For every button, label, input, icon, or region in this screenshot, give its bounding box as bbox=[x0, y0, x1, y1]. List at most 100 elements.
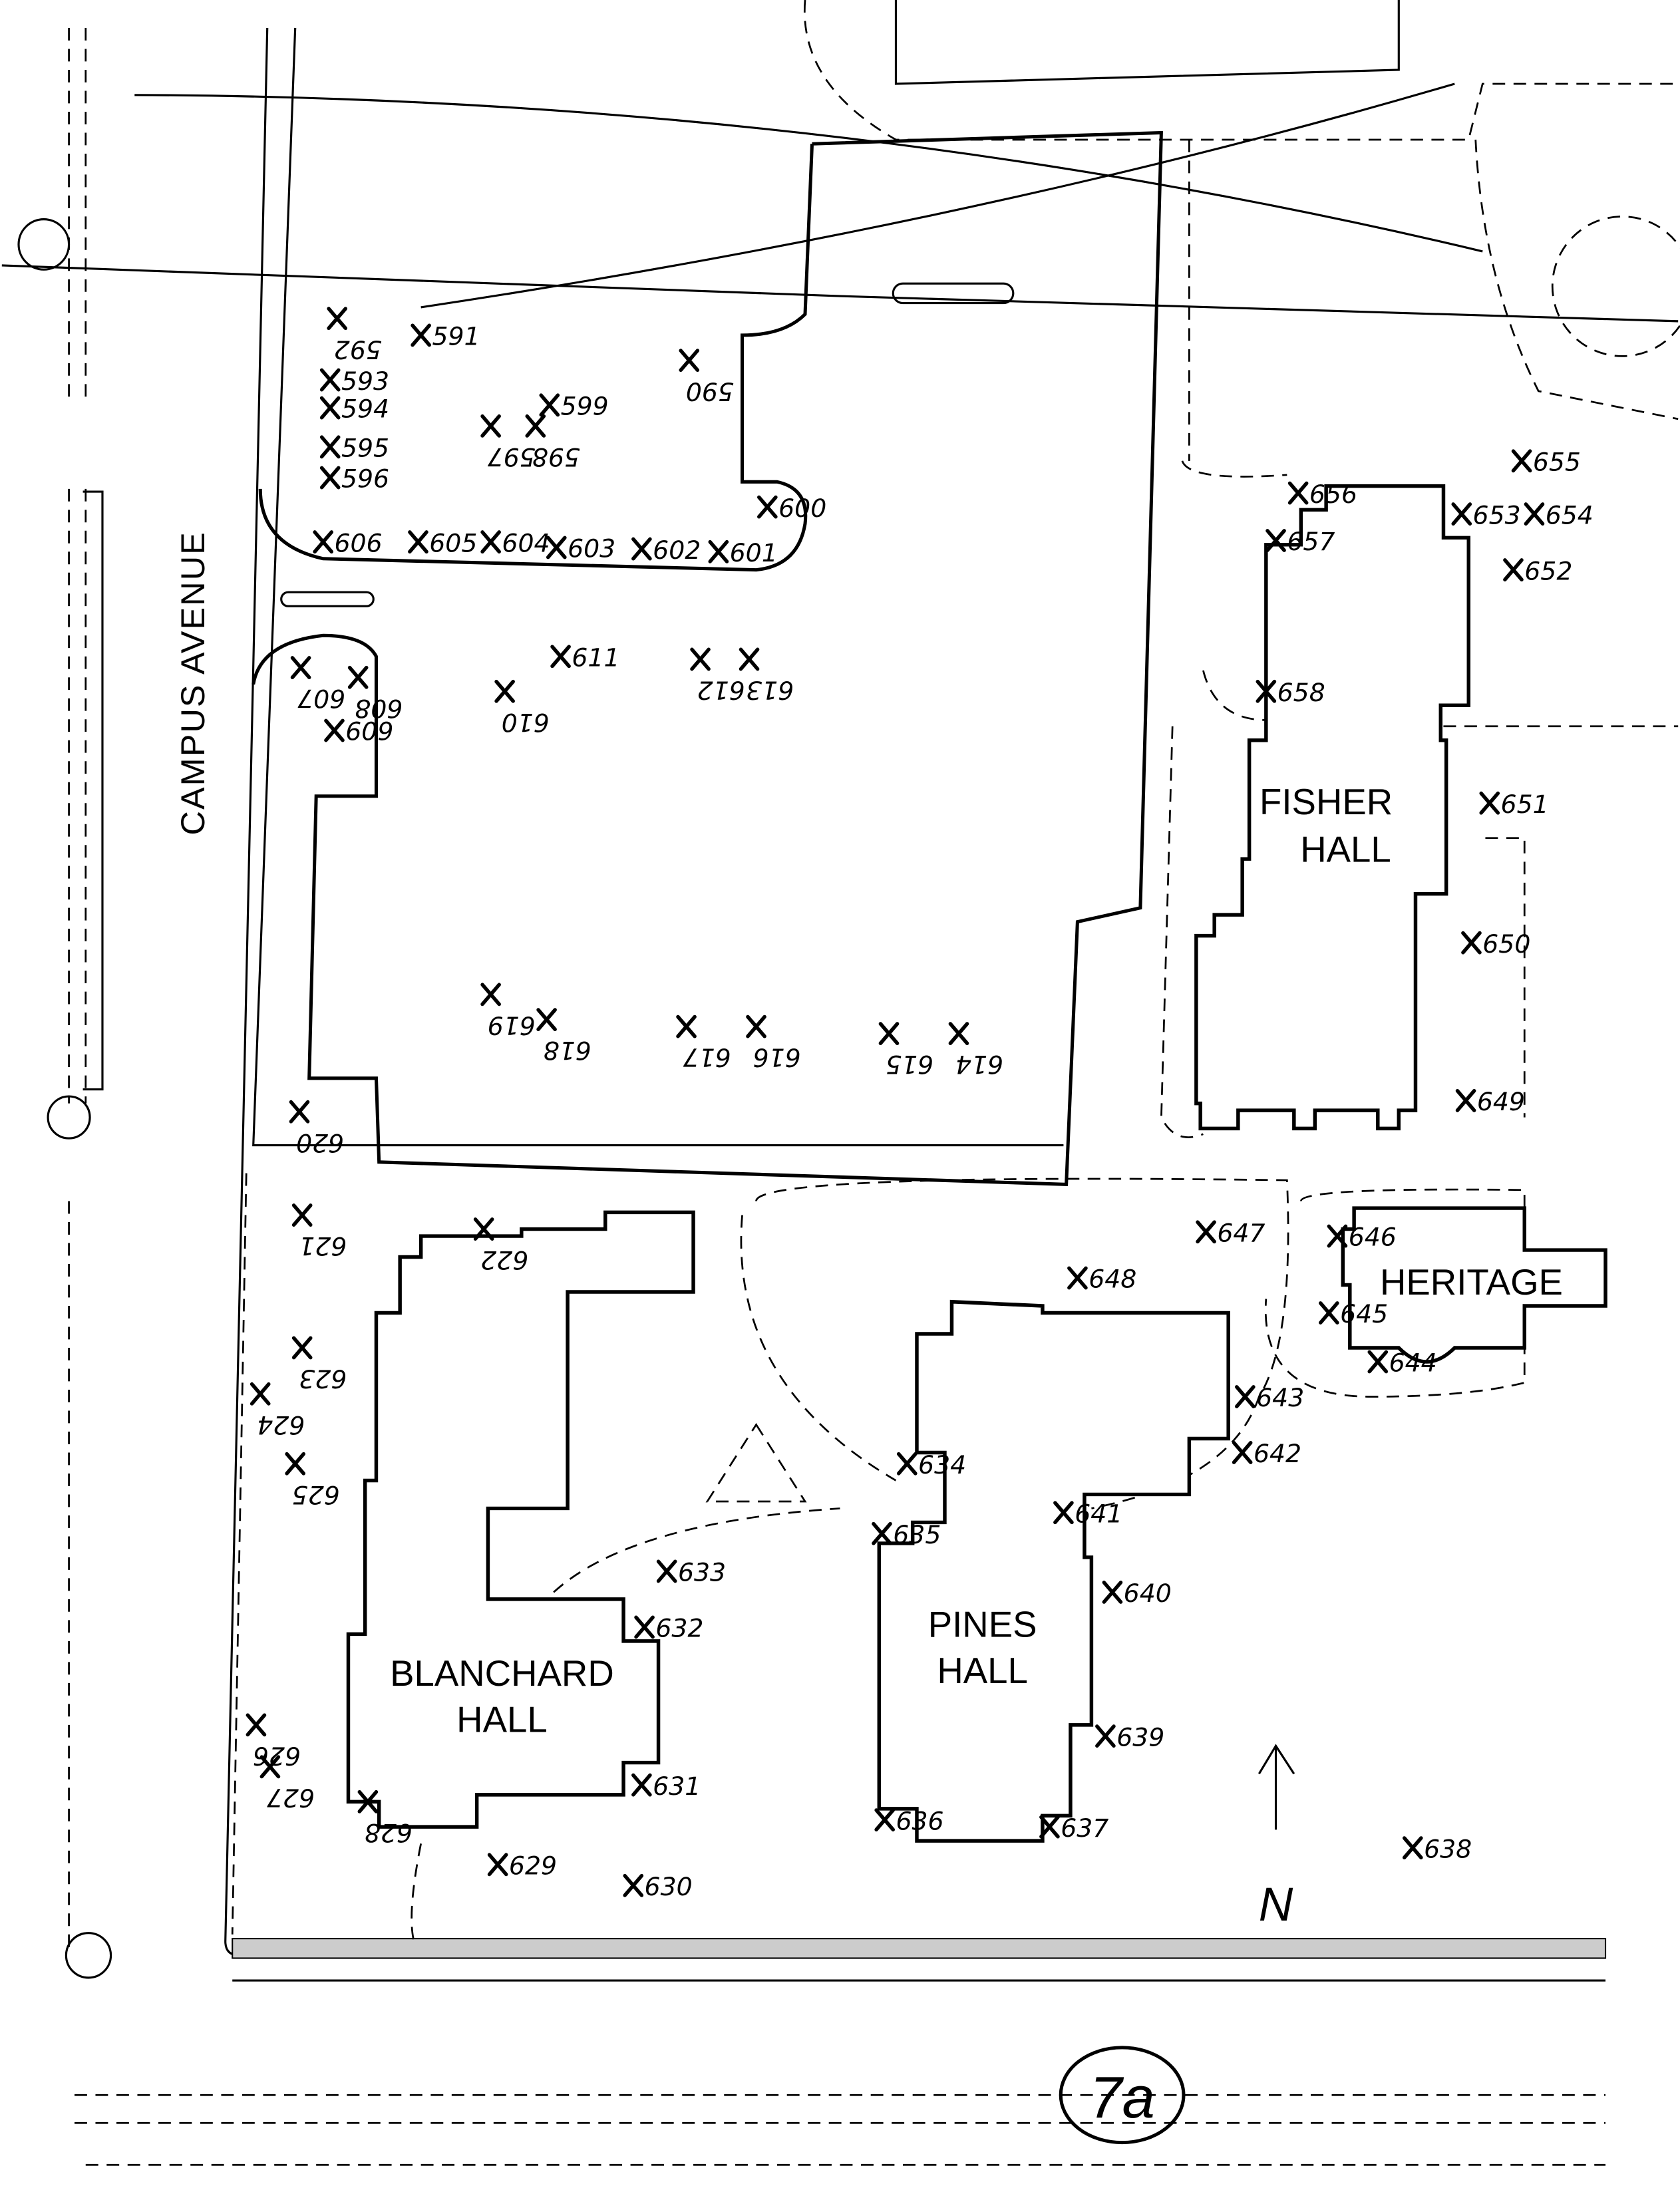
tree-number: 599 bbox=[561, 392, 609, 421]
tree-number: 621 bbox=[299, 1231, 347, 1261]
tree-marker-656: 656 bbox=[1287, 480, 1357, 509]
tree-number: 630 bbox=[645, 1872, 693, 1901]
tree-x-icon bbox=[872, 1521, 892, 1545]
tree-number: 655 bbox=[1533, 448, 1581, 477]
tree-x-icon bbox=[487, 1853, 508, 1877]
tree-number: 600 bbox=[778, 494, 826, 523]
svg-text:7a: 7a bbox=[1090, 2064, 1155, 2130]
tree-marker-600: 600 bbox=[757, 494, 826, 523]
tree-marker-627: 627 bbox=[259, 1755, 315, 1812]
tree-number: 657 bbox=[1287, 527, 1335, 556]
tree-marker-605: 605 bbox=[408, 528, 477, 557]
tree-x-icon bbox=[1455, 1088, 1476, 1112]
tree-marker-594: 594 bbox=[319, 394, 389, 424]
tree-x-icon bbox=[408, 530, 428, 554]
tree-x-icon bbox=[1287, 481, 1309, 505]
tree-number: 620 bbox=[296, 1128, 344, 1158]
north-label: N bbox=[1259, 1878, 1293, 1931]
tree-x-icon bbox=[1367, 1350, 1389, 1374]
tree-x-icon bbox=[313, 530, 334, 554]
tree-marker-617: 617 bbox=[676, 1015, 731, 1072]
tree-x-icon bbox=[878, 1022, 900, 1046]
tree-number: 644 bbox=[1389, 1348, 1437, 1378]
tree-marker-637: 637 bbox=[1039, 1813, 1108, 1843]
tree-marker-606: 606 bbox=[313, 528, 383, 557]
tree-x-icon bbox=[480, 530, 501, 554]
tree-x-icon bbox=[1511, 449, 1532, 473]
tree-x-icon bbox=[1039, 1815, 1060, 1839]
tree-number: 619 bbox=[488, 1011, 536, 1040]
tree-marker-632: 632 bbox=[634, 1614, 703, 1643]
north-arrow-icon: N bbox=[1258, 1744, 1295, 1931]
tree-x-icon bbox=[1461, 931, 1482, 955]
pines-hall-label-2: HALL bbox=[937, 1650, 1028, 1691]
tree-number: 605 bbox=[429, 528, 477, 557]
tree-marker-658: 658 bbox=[1256, 678, 1325, 707]
tree-number: 611 bbox=[572, 643, 619, 672]
tree-number: 602 bbox=[653, 536, 701, 565]
tree-marker-648: 648 bbox=[1067, 1265, 1136, 1294]
tree-x-icon bbox=[319, 435, 341, 459]
tree-x-icon bbox=[1451, 502, 1472, 526]
building-blanchard-hall: BLANCHARD HALL bbox=[346, 1210, 695, 1829]
tree-marker-590: 590 bbox=[679, 349, 734, 406]
tree-number: 642 bbox=[1254, 1439, 1301, 1468]
tree-marker-592: 592 bbox=[327, 307, 382, 364]
tree-number: 633 bbox=[678, 1558, 726, 1587]
tree-marker-620: 620 bbox=[289, 1100, 344, 1158]
tree-number: 606 bbox=[334, 528, 382, 557]
tree-x-icon bbox=[494, 679, 515, 703]
tree-number: 652 bbox=[1524, 556, 1572, 585]
tree-number: 653 bbox=[1473, 500, 1521, 530]
tree-x-icon bbox=[546, 536, 567, 559]
tree-x-icon bbox=[1479, 791, 1500, 815]
tree-number: 643 bbox=[1256, 1383, 1304, 1412]
tree-marker-607: 607 bbox=[290, 656, 345, 713]
tree-x-icon bbox=[290, 656, 311, 679]
tree-marker-651: 651 bbox=[1479, 790, 1549, 819]
tree-x-icon bbox=[1402, 1836, 1423, 1860]
tree-marker-640: 640 bbox=[1102, 1579, 1172, 1608]
tree-number: 637 bbox=[1061, 1813, 1108, 1843]
tree-x-icon bbox=[631, 1773, 652, 1797]
tree-number: 647 bbox=[1217, 1218, 1265, 1247]
tree-marker-634: 634 bbox=[896, 1450, 966, 1480]
tree-x-icon bbox=[536, 1008, 557, 1032]
tree-marker-612: 612 bbox=[690, 647, 745, 705]
tree-marker-657: 657 bbox=[1265, 527, 1335, 556]
tree-marker-608: 608 bbox=[347, 665, 403, 723]
tree-x-icon bbox=[1232, 1441, 1253, 1464]
tree-x-icon bbox=[1235, 1385, 1256, 1408]
building-heritage: HERITAGE bbox=[1341, 1206, 1607, 1364]
lawn-outline bbox=[252, 130, 1679, 1942]
tree-number: 649 bbox=[1477, 1087, 1525, 1116]
tree-x-icon bbox=[539, 393, 560, 417]
tree-x-icon bbox=[291, 1336, 313, 1360]
tree-x-icon bbox=[411, 323, 431, 347]
tree-x-icon bbox=[525, 414, 546, 438]
tree-number: 604 bbox=[502, 528, 550, 557]
tree-x-icon bbox=[319, 368, 341, 392]
blanchard-hall-label-1: BLANCHARD bbox=[390, 1653, 614, 1694]
tree-marker-596: 596 bbox=[319, 464, 389, 494]
tree-x-icon bbox=[874, 1808, 896, 1832]
tree-x-icon bbox=[347, 665, 369, 689]
campus-avenue-label: CAMPUS AVENUE bbox=[174, 531, 212, 835]
tree-marker-633: 633 bbox=[656, 1558, 726, 1587]
tree-number: 608 bbox=[355, 694, 403, 723]
tree-x-icon bbox=[1318, 1301, 1339, 1325]
tree-number: 656 bbox=[1309, 480, 1357, 509]
building-fisher-hall: FISHER HALL bbox=[1194, 484, 1470, 1131]
tree-marker-622: 622 bbox=[473, 1217, 528, 1275]
tree-marker-616: 616 bbox=[746, 1015, 801, 1072]
tree-marker-597: 597 bbox=[480, 414, 536, 472]
tree-marker-644: 644 bbox=[1367, 1348, 1437, 1378]
tree-marker-593: 593 bbox=[319, 367, 389, 396]
tree-marker-604: 604 bbox=[480, 528, 550, 557]
tree-x-icon bbox=[550, 645, 571, 669]
tree-x-icon bbox=[1067, 1266, 1088, 1290]
tree-marker-602: 602 bbox=[631, 536, 701, 565]
tree-marker-614: 614 bbox=[948, 1022, 1003, 1079]
